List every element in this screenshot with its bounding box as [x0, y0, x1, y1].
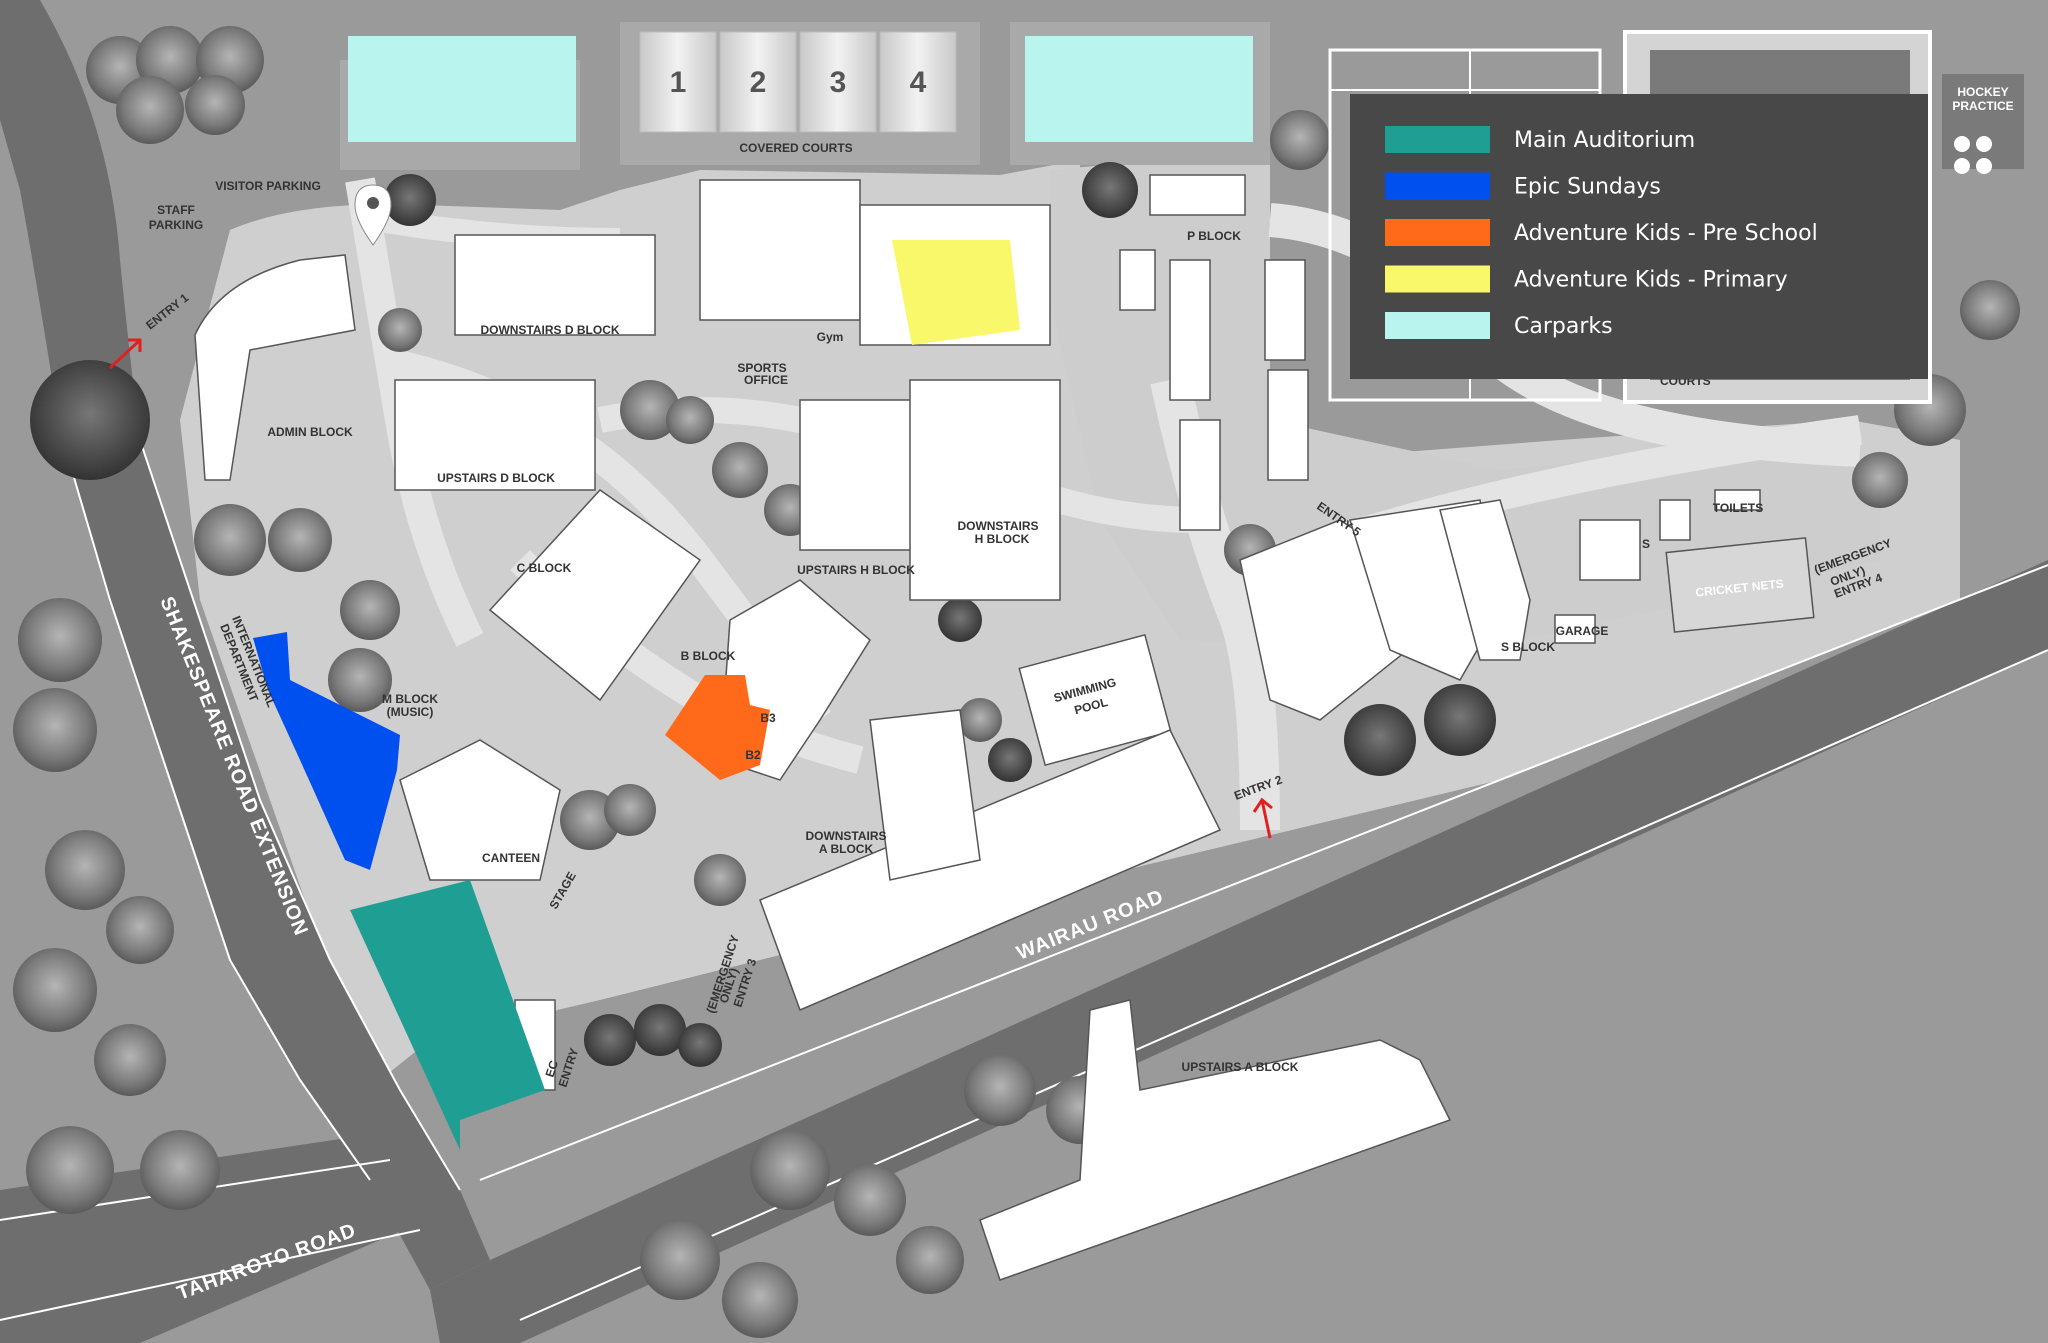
legend-label: Main Auditorium — [1514, 128, 1695, 153]
court-number-1: 1 — [670, 66, 687, 99]
court-number-4: 4 — [910, 66, 927, 99]
garage-label: GARAGE — [1556, 624, 1609, 638]
epic-sundays-area — [253, 632, 400, 870]
entry-1-arrow-icon — [108, 338, 142, 370]
legend-label: Adventure Kids - Primary — [1514, 268, 1788, 293]
legend-label: Carparks — [1514, 314, 1613, 339]
gym-label: Gym — [817, 330, 844, 344]
downstairs-h-block — [909, 379, 1061, 601]
court-number-2: 2 — [750, 66, 767, 99]
downstairs-h-block-label-1: DOWNSTAIRS — [957, 519, 1038, 533]
s-small-building — [1579, 519, 1641, 581]
s-block-label: S BLOCK — [1501, 640, 1555, 654]
ec-entry-label-1: EC — [543, 1058, 562, 1078]
highlights — [253, 240, 1020, 1150]
b-block-label: B BLOCK — [681, 649, 736, 663]
downstairs-d-block — [454, 234, 656, 336]
legend-label: Adventure Kids - Pre School — [1514, 221, 1818, 246]
buildings — [194, 174, 1815, 1281]
legend-swatch — [1385, 312, 1490, 339]
covered-courts: 1 2 3 4 COVERED COURTS — [639, 31, 957, 155]
visitor-parking-label: VISITOR PARKING — [215, 179, 321, 193]
carparks — [348, 36, 1253, 142]
cricket-nets — [1665, 537, 1815, 633]
admin-block — [194, 254, 356, 481]
s-small-label: S — [1642, 537, 1650, 551]
swimming-pool — [1018, 633, 1172, 767]
toilets-label: TOILETS — [1713, 501, 1763, 515]
sports-office-label-1: SPORTS — [737, 361, 786, 375]
canteen-label: CANTEEN — [482, 851, 540, 865]
admin-block-label: ADMIN BLOCK — [267, 425, 353, 439]
carpark-1 — [348, 36, 576, 142]
legend-swatch — [1385, 172, 1490, 200]
downstairs-a-block — [759, 729, 1222, 1012]
upstairs-d-block-label: UPSTAIRS D BLOCK — [437, 471, 555, 485]
legend-swatch — [1385, 219, 1490, 246]
toilets-building — [1714, 489, 1761, 511]
legend-label: Epic Sundays — [1514, 175, 1661, 200]
upstairs-a-block-label: UPSTAIRS A BLOCK — [1182, 1060, 1299, 1074]
staff-parking-label-1: STAFF — [157, 203, 195, 217]
adventure-kids-pre-school-area — [665, 675, 770, 780]
c-block — [488, 489, 702, 702]
legend-swatch — [1385, 265, 1490, 293]
staff-parking-label-2: PARKING — [149, 218, 203, 232]
upstairs-h-block — [799, 399, 921, 551]
carpark-2 — [1025, 36, 1253, 142]
covered-courts-label: COVERED COURTS — [739, 141, 852, 155]
m-block-label-2: (MUSIC) — [387, 705, 434, 719]
b3-label: B3 — [760, 711, 776, 725]
m-block-label-1: M BLOCK — [382, 692, 438, 706]
map-pin-icon[interactable] — [354, 184, 392, 246]
downstairs-a-block-label-1: DOWNSTAIRS — [805, 829, 886, 843]
adventure-kids-primary-area — [892, 240, 1020, 345]
gym-building — [699, 179, 861, 321]
large-tree — [30, 360, 150, 480]
entry-2-arrow-icon — [1252, 797, 1273, 839]
legend-swatch — [1385, 126, 1490, 153]
p-block-label: P BLOCK — [1187, 229, 1241, 243]
c-block-label: C BLOCK — [517, 561, 572, 575]
b2-label: B2 — [745, 748, 761, 762]
sports-office-label-2: OFFICE — [744, 373, 788, 387]
upstairs-a-block — [979, 999, 1452, 1281]
canteen-building — [399, 739, 561, 881]
hockey-practice-label-1: HOCKEY — [1957, 85, 2008, 99]
hockey-practice-label-2: PRACTICE — [1952, 99, 2013, 113]
downstairs-d-block-label: DOWNSTAIRS D BLOCK — [480, 323, 619, 337]
downstairs-a-block-label-2: A BLOCK — [819, 842, 874, 856]
downstairs-h-block-label-2: H BLOCK — [975, 532, 1030, 546]
court-number-3: 3 — [830, 66, 847, 99]
entry-arrows — [108, 338, 1273, 839]
main-auditorium-area — [350, 880, 545, 1150]
upstairs-h-block-label: UPSTAIRS H BLOCK — [797, 563, 915, 577]
upstairs-d-block — [394, 379, 596, 491]
